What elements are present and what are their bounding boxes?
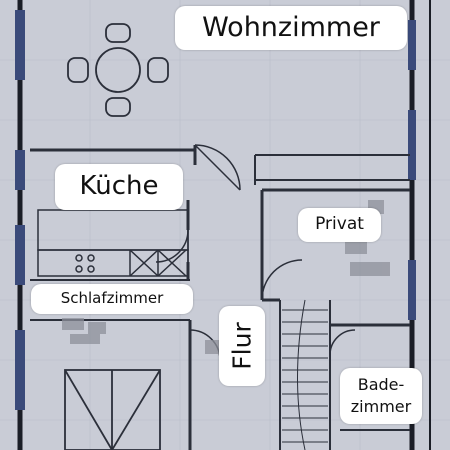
staircase <box>282 299 328 450</box>
dining-table <box>67 23 169 117</box>
redaction-blur <box>62 200 390 354</box>
room-label-badezimmer: Bade- zimmer <box>340 368 422 424</box>
room-label-badezimmer-line1: Bade- <box>357 375 405 394</box>
right-windows <box>408 20 416 320</box>
room-label-privat: Privat <box>298 208 381 242</box>
left-windows <box>15 10 25 410</box>
kitchen-counters <box>37 209 189 277</box>
room-label-badezimmer-line2: zimmer <box>350 396 412 416</box>
room-label-kueche: Küche <box>55 164 183 210</box>
bed <box>64 369 161 450</box>
room-label-flur: Flur <box>219 306 265 386</box>
room-label-flur-text: Flur <box>227 322 257 370</box>
interior-walls <box>30 145 410 450</box>
room-label-schlafzimmer: Schlafzimmer <box>31 284 193 314</box>
room-label-wohnzimmer: Wohnzimmer <box>175 6 407 50</box>
